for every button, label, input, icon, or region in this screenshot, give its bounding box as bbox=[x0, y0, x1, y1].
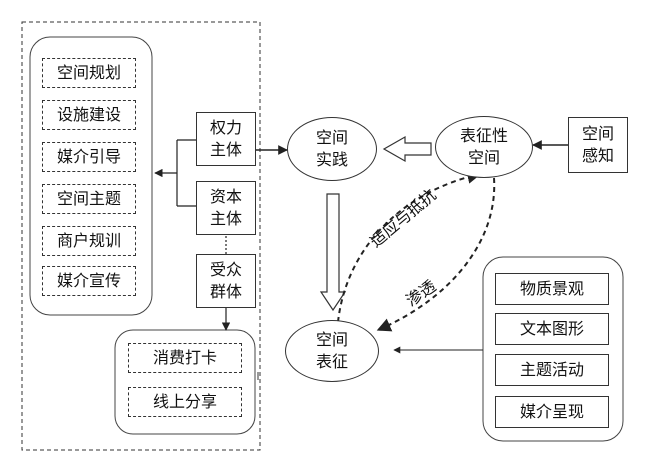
spatial-representation-ellipse: 空间 表征 bbox=[285, 320, 379, 382]
right-column-container bbox=[482, 256, 624, 442]
right-item-2: 文本图形 bbox=[495, 313, 609, 345]
right-item-3: 主题活动 bbox=[495, 354, 609, 386]
outer-dashed-frame bbox=[21, 21, 261, 451]
representational-space-ellipse: 表征性 空间 bbox=[435, 116, 533, 178]
capital-subject-box: 资本 主体 bbox=[196, 181, 256, 235]
spatial-practice-line1: 空间 bbox=[315, 128, 348, 147]
hollow-arrow-down bbox=[319, 193, 347, 312]
audience-action-1: 消费打卡 bbox=[128, 343, 242, 373]
left-item-1: 空间规划 bbox=[42, 58, 136, 88]
spatial-practice-ellipse: 空间 实践 bbox=[287, 117, 377, 181]
capital-subject-line2: 主体 bbox=[209, 209, 242, 228]
left-item-3: 媒介引导 bbox=[42, 142, 136, 172]
representational-space-line2: 空间 bbox=[467, 148, 500, 167]
left-item-5: 商户规训 bbox=[42, 226, 136, 256]
spatial-perception-line2: 感知 bbox=[581, 146, 614, 165]
spatial-perception-line1: 空间 bbox=[581, 124, 614, 143]
audience-action-2: 线上分享 bbox=[128, 387, 242, 417]
actor-bracket bbox=[176, 139, 196, 207]
audience-group-box: 受众 群体 bbox=[196, 254, 256, 308]
left-item-4: 空间主题 bbox=[42, 184, 136, 214]
audience-actions-container bbox=[114, 329, 256, 435]
left-item-2: 设施建设 bbox=[42, 100, 136, 130]
power-subject-line2: 主体 bbox=[209, 140, 242, 159]
left-item-6: 媒介宣传 bbox=[42, 266, 136, 296]
permeate-curve bbox=[376, 177, 496, 332]
audience-group-line1: 受众 bbox=[209, 260, 242, 279]
spatial-practice-line2: 实践 bbox=[315, 150, 348, 169]
left-column-container bbox=[29, 36, 153, 316]
spatial-representation-line1: 空间 bbox=[315, 330, 348, 349]
representational-space-line1: 表征性 bbox=[459, 126, 508, 145]
right-item-1: 物质景观 bbox=[495, 273, 609, 305]
spatial-representation-line2: 表征 bbox=[315, 352, 348, 371]
audience-group-line2: 群体 bbox=[209, 282, 242, 301]
right-item-4: 媒介呈现 bbox=[495, 396, 609, 428]
hollow-arrow-left bbox=[382, 135, 432, 163]
power-subject-box: 权力 主体 bbox=[196, 112, 256, 166]
capital-subject-line1: 资本 bbox=[209, 187, 242, 206]
power-subject-line1: 权力 bbox=[209, 118, 242, 137]
spatial-perception-box: 空间 感知 bbox=[568, 117, 628, 173]
adapt-resist-curve bbox=[337, 169, 482, 323]
